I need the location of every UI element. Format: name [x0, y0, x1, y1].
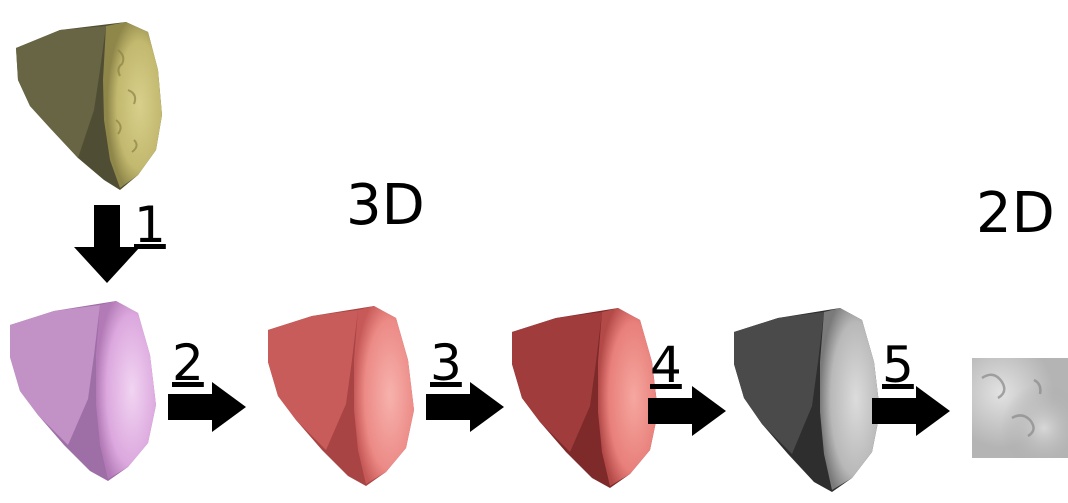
step-2-number: 2	[172, 338, 204, 388]
smoothed-object	[262, 300, 422, 490]
step-4-arrow-right	[648, 386, 728, 436]
step-5-number: 5	[882, 340, 914, 390]
mesh-object	[4, 295, 164, 485]
grayscale-object	[728, 302, 888, 497]
step-3-arrow-right	[426, 382, 506, 432]
step-3-number: 3	[430, 338, 462, 388]
raw-scan-object	[8, 10, 168, 195]
step-2-arrow-right	[168, 382, 248, 432]
depth-map-image	[972, 358, 1068, 458]
step-1-arrow-down	[72, 205, 142, 285]
step-4-number: 4	[650, 340, 682, 390]
label-2d: 2D	[976, 186, 1055, 242]
step-1-number: 1	[134, 200, 166, 250]
step-5-arrow-right	[872, 386, 952, 436]
shaded-object	[506, 302, 666, 492]
label-3d: 3D	[346, 178, 425, 234]
